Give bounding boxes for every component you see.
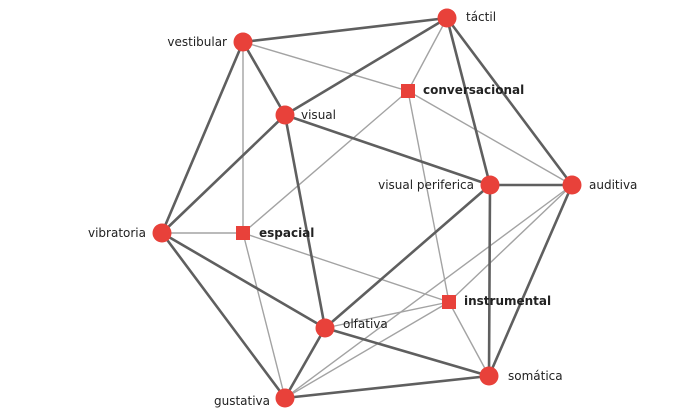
edge-tactil-auditiva — [445, 16, 574, 187]
edge-vestibular-vibratoria — [160, 40, 245, 235]
edge-olfativa-somatica — [323, 326, 491, 378]
edge-olfativa-gustativa — [283, 326, 327, 400]
node-label-visual: visual — [301, 108, 336, 122]
node-espacial — [236, 226, 250, 240]
edge-conversacional-instrumental — [407, 90, 450, 303]
edge-espacial-gustativa — [242, 232, 286, 399]
node-label-visual_periferica: visual periferica — [378, 178, 474, 192]
node-conversacional — [401, 84, 415, 98]
node-gustativa — [275, 388, 295, 408]
edge-vestibular-conversacional — [242, 41, 409, 92]
edge-visual-olfativa — [283, 113, 327, 330]
node-vestibular — [233, 32, 253, 52]
node-label-espacial: espacial — [259, 226, 314, 240]
label-layer: táctil vestibular conversacional visual visu… — [88, 10, 637, 408]
edge-tactil-visual_periferica — [445, 16, 492, 187]
edge-conversacional-espacial — [242, 90, 409, 234]
edge-gustativa-somatica — [283, 374, 491, 400]
edge-visual-vibratoria — [160, 113, 287, 235]
edge-auditiva-somatica — [487, 183, 574, 378]
edge-visual-visual_periferica — [283, 113, 492, 187]
node-tactil — [437, 8, 457, 28]
node-somatica — [479, 366, 499, 386]
node-visual — [275, 105, 295, 125]
edge-vibratoria-olfativa — [160, 231, 327, 330]
edge-tactil-conversacional — [407, 17, 448, 92]
node-label-vestibular: vestibular — [167, 35, 227, 49]
node-layer — [152, 8, 582, 408]
edge-instrumental-olfativa — [324, 301, 450, 329]
edge-conversacional-auditiva — [407, 90, 573, 186]
node-label-somatica: somática — [508, 369, 563, 383]
node-auditiva — [562, 175, 582, 195]
node-label-vibratoria: vibratoria — [88, 226, 146, 240]
edge-visual_periferica-olfativa — [323, 183, 492, 330]
node-label-tactil: táctil — [466, 10, 496, 24]
node-vibratoria — [152, 223, 172, 243]
edge-auditiva-instrumental — [448, 184, 573, 303]
edge-vibratoria-gustativa — [160, 231, 287, 400]
node-instrumental — [442, 295, 456, 309]
node-label-instrumental: instrumental — [464, 294, 551, 308]
edge-instrumental-somatica — [448, 301, 490, 377]
node-label-olfativa: olfativa — [343, 317, 388, 331]
edge-espacial-instrumental — [242, 232, 450, 303]
edge-auditiva-gustativa — [284, 184, 573, 399]
edge-vestibular-tactil — [241, 16, 449, 44]
edge-vestibular-visual — [241, 40, 287, 117]
edge-layer — [160, 16, 574, 400]
node-label-gustativa: gustativa — [214, 394, 270, 408]
node-visual_periferica — [480, 175, 500, 195]
edge-visual_periferica-somatica — [487, 183, 492, 378]
node-label-auditiva: auditiva — [589, 178, 637, 192]
edge-tactil-visual — [283, 16, 449, 117]
node-label-conversacional: conversacional — [423, 83, 524, 97]
node-olfativa — [315, 318, 335, 338]
edge-instrumental-gustativa — [284, 301, 450, 399]
